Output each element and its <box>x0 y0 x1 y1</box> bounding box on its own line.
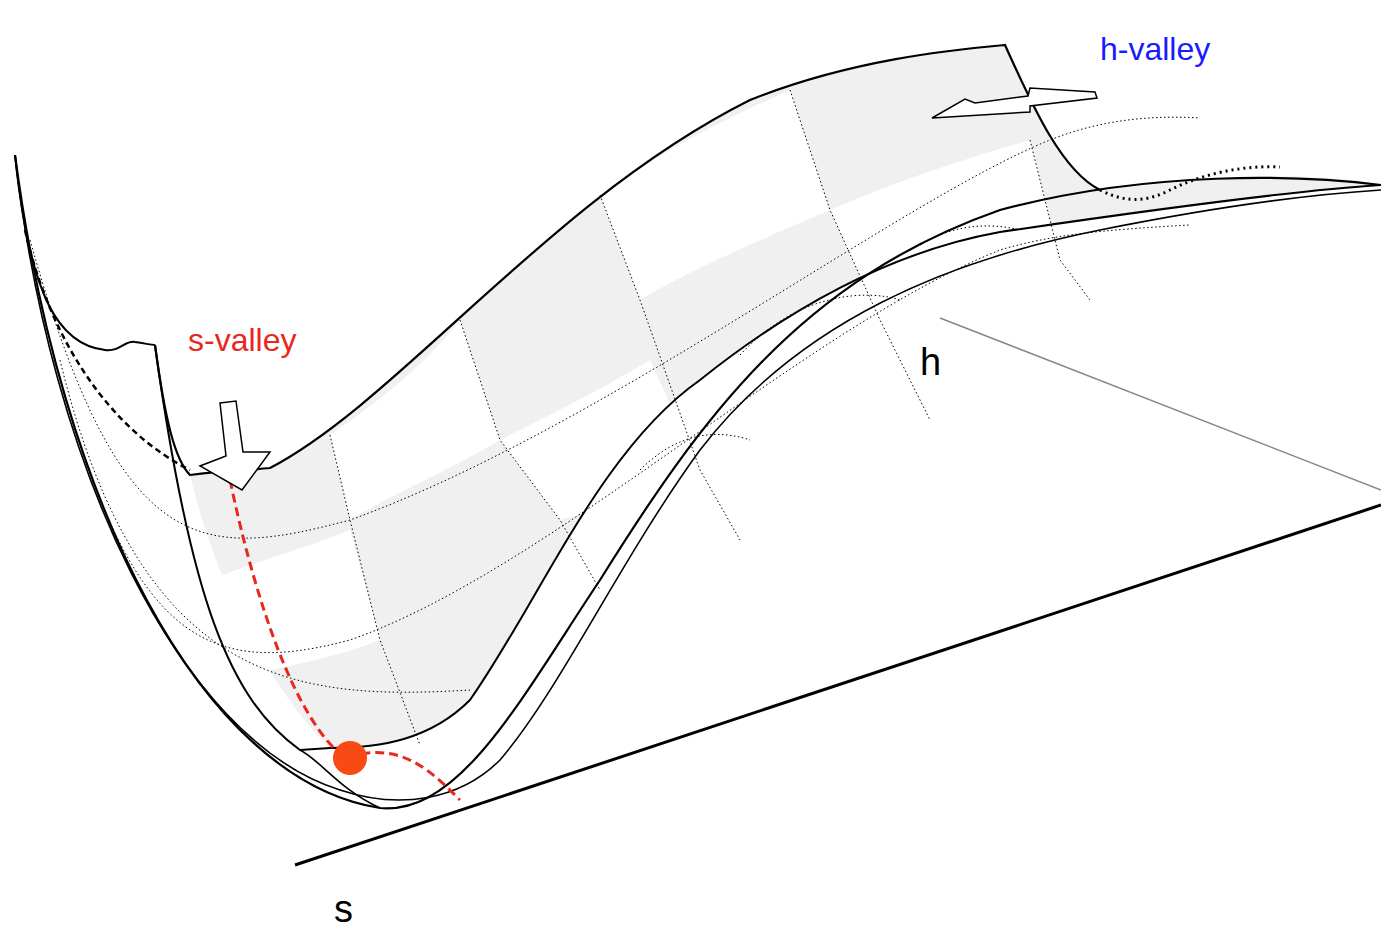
surface-outline <box>15 155 1381 800</box>
sheet-cell <box>830 140 1060 320</box>
hidden-edge <box>25 230 190 470</box>
h-axis <box>940 318 1381 490</box>
valley-label: h-valley <box>1100 33 1210 65</box>
sheet-cell <box>330 320 500 520</box>
valley-sheet <box>190 45 1381 748</box>
valley-label: s-valley <box>188 324 296 356</box>
sheet-cell <box>210 530 380 680</box>
block-arrow <box>932 88 1097 118</box>
state-dot <box>333 741 367 775</box>
sheet-edge <box>155 45 1100 475</box>
grid-lines <box>30 90 1200 745</box>
sheet-cell <box>500 360 700 520</box>
sheet-cell <box>600 90 830 300</box>
axis-label: s <box>334 890 353 928</box>
sheet-edge <box>15 155 155 350</box>
block-arrow <box>200 401 270 490</box>
sheet-edge-dotted <box>1100 167 1280 200</box>
sheet-edge <box>155 185 1381 750</box>
axis-label: h <box>920 343 941 381</box>
surface-outline <box>15 155 1381 808</box>
reaction-path <box>230 480 460 800</box>
